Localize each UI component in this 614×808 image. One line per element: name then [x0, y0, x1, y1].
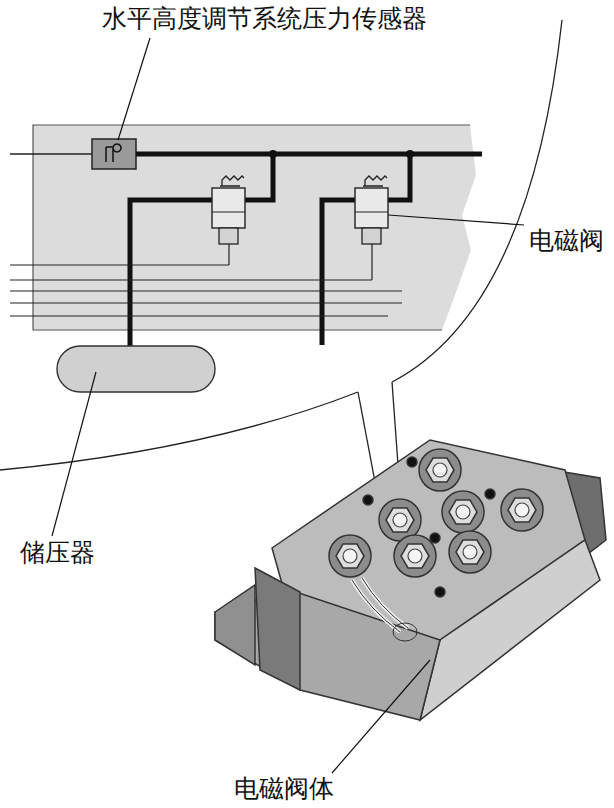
bolt	[442, 491, 484, 533]
mount-hole	[363, 495, 373, 505]
valve-body-illustration	[215, 440, 606, 720]
valve-port	[212, 211, 245, 212]
solenoid-valve-symbol	[355, 176, 388, 280]
block-end	[255, 568, 300, 690]
pressure-lines	[130, 154, 482, 348]
valve-line	[130, 200, 212, 348]
coil-wire	[371, 244, 372, 280]
part-label: 储压器	[18, 538, 97, 568]
mount-hole	[407, 457, 417, 467]
valve-spring	[363, 176, 387, 186]
bolt	[449, 531, 491, 573]
part-label: 电磁阀	[527, 226, 606, 256]
junction-dot	[269, 150, 277, 158]
valve-body	[355, 188, 388, 228]
mount-hole	[435, 587, 445, 597]
valve-coil	[219, 228, 238, 244]
bolt	[501, 489, 543, 531]
magnify-spot	[393, 623, 417, 641]
main-line	[136, 152, 482, 157]
junction-dot	[406, 150, 414, 158]
solenoid-valve-symbol	[212, 176, 245, 265]
part-label: 水平高度调节系统压力传感器	[100, 4, 429, 34]
wire	[10, 264, 229, 265]
valve-port	[355, 211, 388, 212]
signal-wire	[10, 153, 92, 154]
wire	[10, 302, 402, 303]
block-front	[420, 540, 600, 720]
valve-spring	[220, 176, 244, 186]
magnifier-arc	[392, 20, 562, 382]
leader-lines	[52, 38, 524, 773]
coil-wire	[228, 244, 229, 265]
valve-body	[212, 188, 245, 228]
part-label: 电磁阀体	[232, 774, 336, 804]
mount-hole	[430, 533, 440, 543]
valve-line	[388, 154, 410, 200]
accumulator-symbol	[57, 346, 215, 392]
block-corner	[215, 585, 255, 665]
wire	[10, 279, 372, 280]
magnifier-outline	[0, 20, 562, 630]
wire	[10, 315, 388, 316]
magnifier-arc	[0, 392, 358, 470]
mount-hole	[485, 489, 495, 499]
valve-coil	[362, 228, 381, 244]
bolt	[394, 535, 436, 577]
control-wires	[10, 265, 402, 316]
leader-line	[388, 215, 524, 225]
leader-line	[52, 372, 96, 536]
valve-line	[245, 154, 273, 200]
bolt	[329, 535, 371, 577]
leader-line	[332, 660, 430, 773]
pressure-sensor-symbol	[92, 139, 136, 169]
sensor-glyph	[106, 144, 121, 162]
leader-line	[118, 38, 150, 140]
bolt	[419, 449, 461, 491]
wire	[10, 290, 402, 291]
valve-line	[322, 200, 355, 345]
